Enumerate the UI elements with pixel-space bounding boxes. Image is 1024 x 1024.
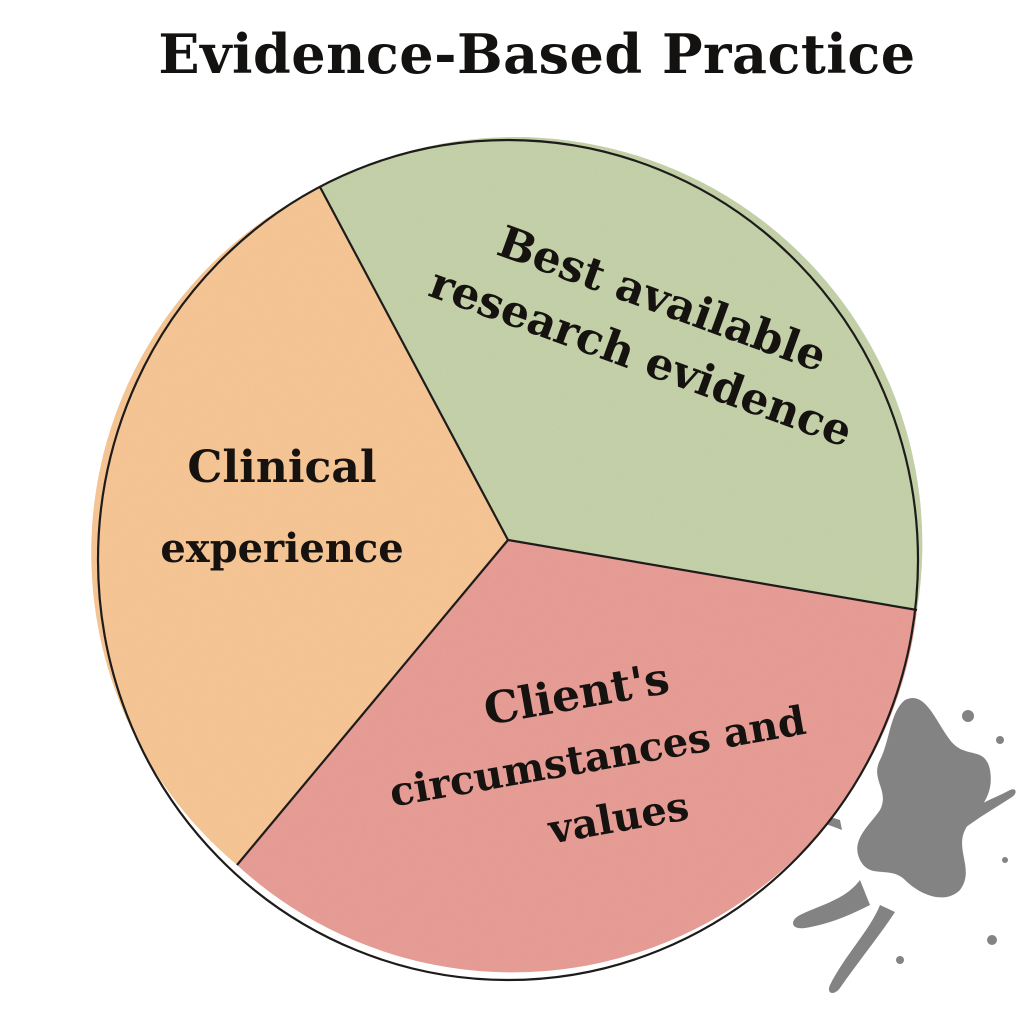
clinical-label-line-1: Clinical: [187, 442, 376, 493]
clinical-label-line-2: experience: [160, 525, 403, 572]
ink-splash: [793, 698, 1016, 994]
diagram-title: Evidence-Based Practice: [158, 22, 916, 86]
segment-clinical-experience: [91, 187, 508, 865]
segment-client-values: [237, 540, 917, 973]
pie-outline: [96, 138, 920, 982]
segment-research-evidence: [320, 137, 923, 610]
